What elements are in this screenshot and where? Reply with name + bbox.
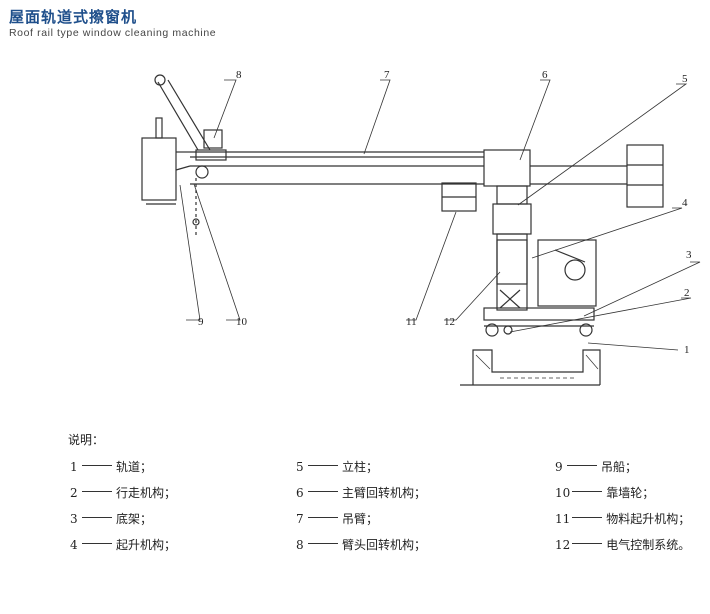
counterweight <box>626 144 664 208</box>
hoist-box <box>537 239 597 307</box>
page-subtitle: Roof rail type window cleaning machine <box>9 27 217 39</box>
rail-foundation <box>460 349 601 386</box>
machine-drawing: 8 7 6 5 4 3 2 1 9 10 11 12 <box>141 69 701 386</box>
callout-11: 11 <box>406 316 417 328</box>
callout-2: 2 <box>684 287 690 299</box>
callout-12: 12 <box>444 316 455 328</box>
chassis <box>483 307 595 337</box>
callout-9: 9 <box>198 316 204 328</box>
callout-4: 4 <box>682 197 688 209</box>
page-title: 屋面轨道式擦窗机 <box>9 8 138 26</box>
callout-3: 3 <box>686 249 692 261</box>
callout-6: 6 <box>542 69 548 81</box>
arm-head <box>154 74 227 179</box>
callout-1: 1 <box>684 344 690 356</box>
callout-5: 5 <box>682 73 688 85</box>
legend-heading: 说明： <box>68 433 105 447</box>
callout-7: 7 <box>384 69 390 81</box>
callout-8: 8 <box>236 69 242 81</box>
callout-10: 10 <box>236 316 248 328</box>
column <box>492 185 532 311</box>
gondola <box>141 117 191 205</box>
